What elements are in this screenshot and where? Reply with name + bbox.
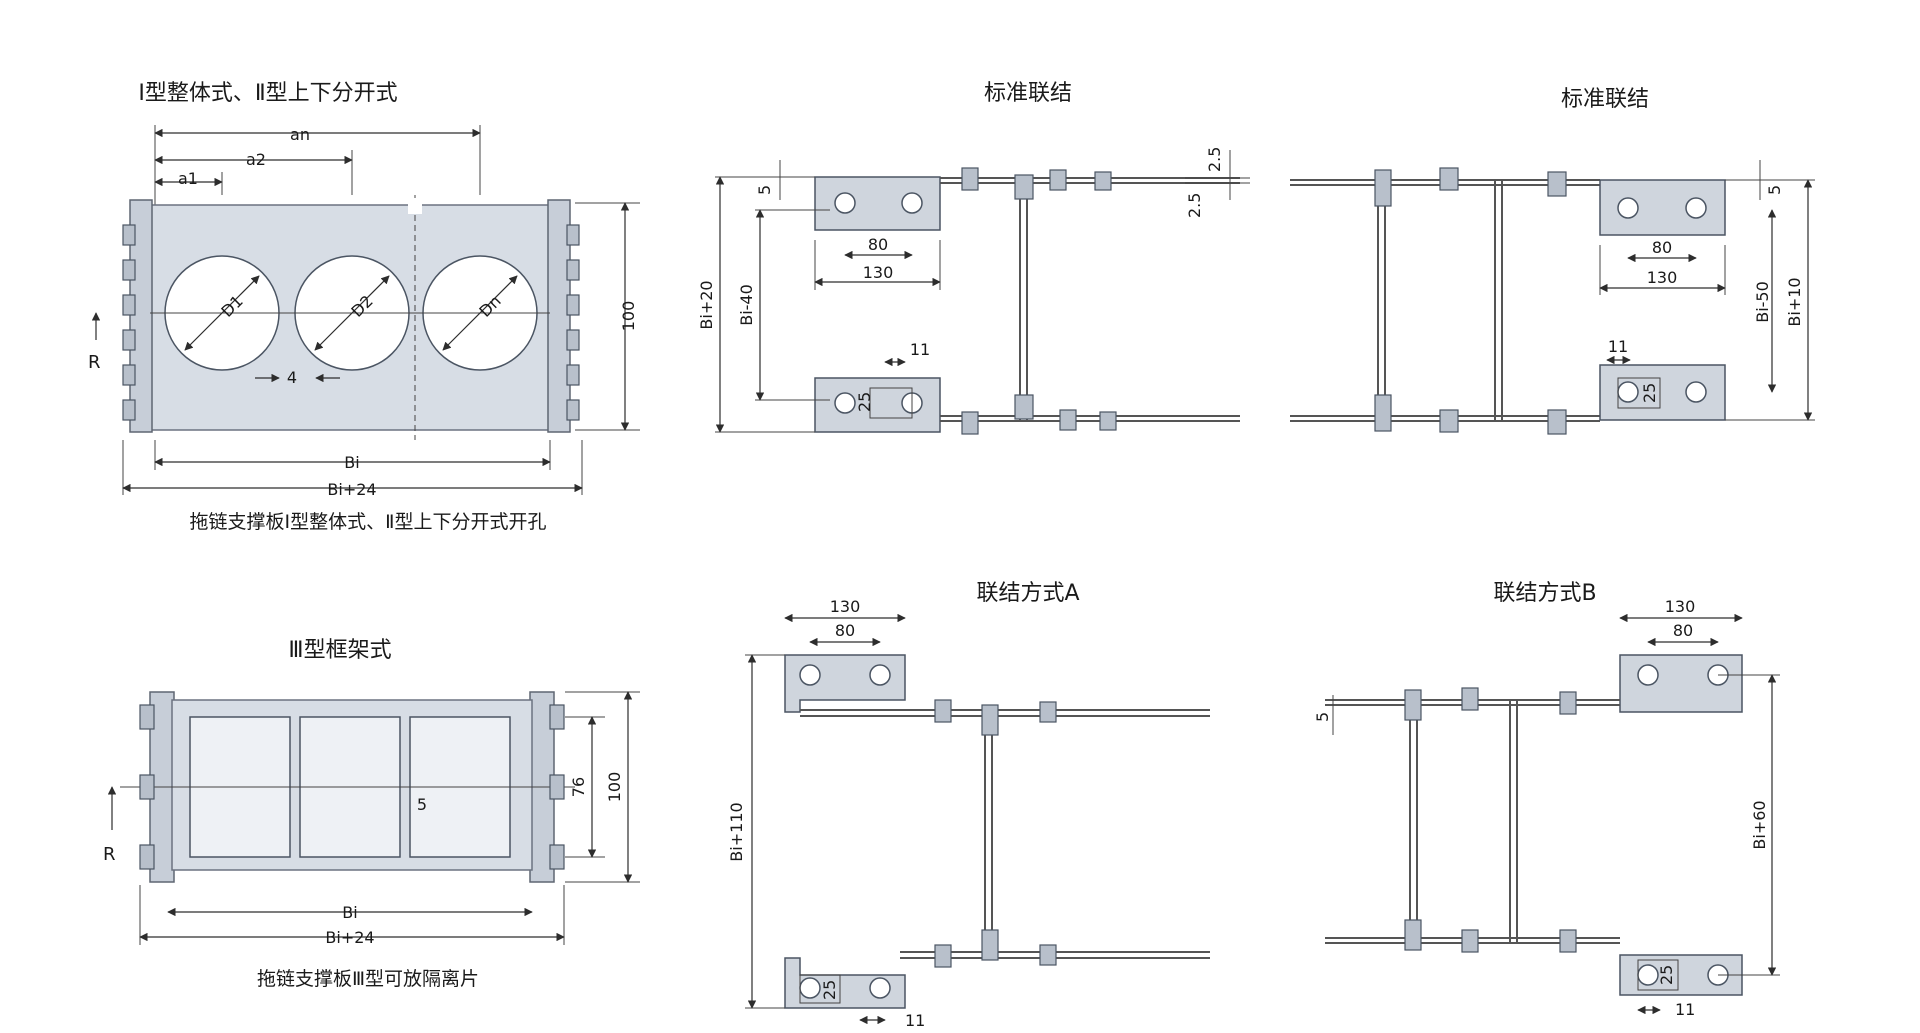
dim-cb-bi-60: Bi+60 <box>1750 800 1769 849</box>
dim-an: an <box>290 125 310 144</box>
dim-t3-bi: Bi <box>342 903 357 922</box>
dim-std1-2-5-a: 2.5 <box>1205 147 1224 172</box>
dim-cb-80: 80 <box>1673 621 1693 640</box>
dim-bi-24: Bi+24 <box>327 480 376 499</box>
dim-t3-r: R <box>103 844 116 865</box>
dim-std2-bi-50: Bi-50 <box>1753 281 1772 323</box>
dim-ca-bi-110: Bi+110 <box>727 802 746 861</box>
dim-std2-bi-10: Bi+10 <box>1785 277 1804 326</box>
dim-std1-130: 130 <box>863 263 894 282</box>
panel-standard-connection-1: 标准联结 5 80 130 <box>697 81 1250 435</box>
dim-std1-11: 11 <box>910 340 930 359</box>
dim-cb-25: 25 <box>1657 965 1676 985</box>
dim-std2-5: 5 <box>1765 185 1784 195</box>
dim-cb-11: 11 <box>1675 1000 1695 1019</box>
upper-bracket-a <box>784 654 906 713</box>
dim-cb-5: 5 <box>1313 712 1332 722</box>
dim-std1-2-5-b: 2.5 <box>1185 193 1204 218</box>
panel-connection-b: 联结方式B 130 80 5 Bi+60 <box>1313 581 1780 1019</box>
dim-t3-76: 76 <box>569 777 588 797</box>
dim-a2: a2 <box>246 150 266 169</box>
dim-gap-4: 4 <box>287 368 297 387</box>
dim-std1-25: 25 <box>855 392 874 412</box>
title-type-1-2: Ⅰ型整体式、Ⅱ型上下分开式 <box>138 81 397 106</box>
dim-std2-11: 11 <box>1608 337 1628 356</box>
dim-ca-80: 80 <box>835 621 855 640</box>
dim-cb-130: 130 <box>1665 597 1696 616</box>
title-type-3: Ⅲ型框架式 <box>288 638 391 663</box>
title-connection-b: 联结方式B <box>1493 581 1596 606</box>
panel-type-1-2: Ⅰ型整体式、Ⅱ型上下分开式 an a2 a1 <box>88 81 640 533</box>
panel-type-3: Ⅲ型框架式 5 76 100 R Bi Bi+24 <box>103 638 640 990</box>
upper-bracket-2 <box>1599 179 1726 236</box>
dim-std2-130: 130 <box>1647 268 1678 287</box>
title-standard-connection-2: 标准联结 <box>1561 87 1649 112</box>
dim-std2-80: 80 <box>1652 238 1672 257</box>
dim-bi: Bi <box>344 453 359 472</box>
panel-standard-connection-2: 标准联结 5 80 130 Bi-50 <box>1290 87 1815 435</box>
dim-std1-80: 80 <box>868 235 888 254</box>
dim-r: R <box>88 352 101 373</box>
title-standard-connection-1: 标准联结 <box>984 81 1072 106</box>
dim-std1-bi-40: Bi-40 <box>737 284 756 326</box>
dim-ca-25: 25 <box>820 980 839 1000</box>
panel-connection-a: 联结方式A 130 80 Bi+110 25 11 <box>727 581 1210 1030</box>
upper-bracket <box>814 176 941 231</box>
dim-t3-5: 5 <box>417 795 427 814</box>
dim-std1-5: 5 <box>755 185 774 195</box>
dim-a1: a1 <box>178 169 198 188</box>
caption-type-1-2: 拖链支撑板Ⅰ型整体式、Ⅱ型上下分开式开孔 <box>190 511 547 533</box>
dim-height-100: 100 <box>619 301 638 332</box>
caption-type-3: 拖链支撑板Ⅲ型可放隔离片 <box>257 968 479 990</box>
dim-t3-bi-24: Bi+24 <box>325 928 374 947</box>
dim-std2-25: 25 <box>1640 383 1659 403</box>
dim-ca-130: 130 <box>830 597 861 616</box>
title-connection-a: 联结方式A <box>976 581 1079 606</box>
dim-ca-11: 11 <box>905 1011 925 1030</box>
dim-t3-100: 100 <box>605 772 624 803</box>
dim-std1-bi-20: Bi+20 <box>697 280 716 329</box>
